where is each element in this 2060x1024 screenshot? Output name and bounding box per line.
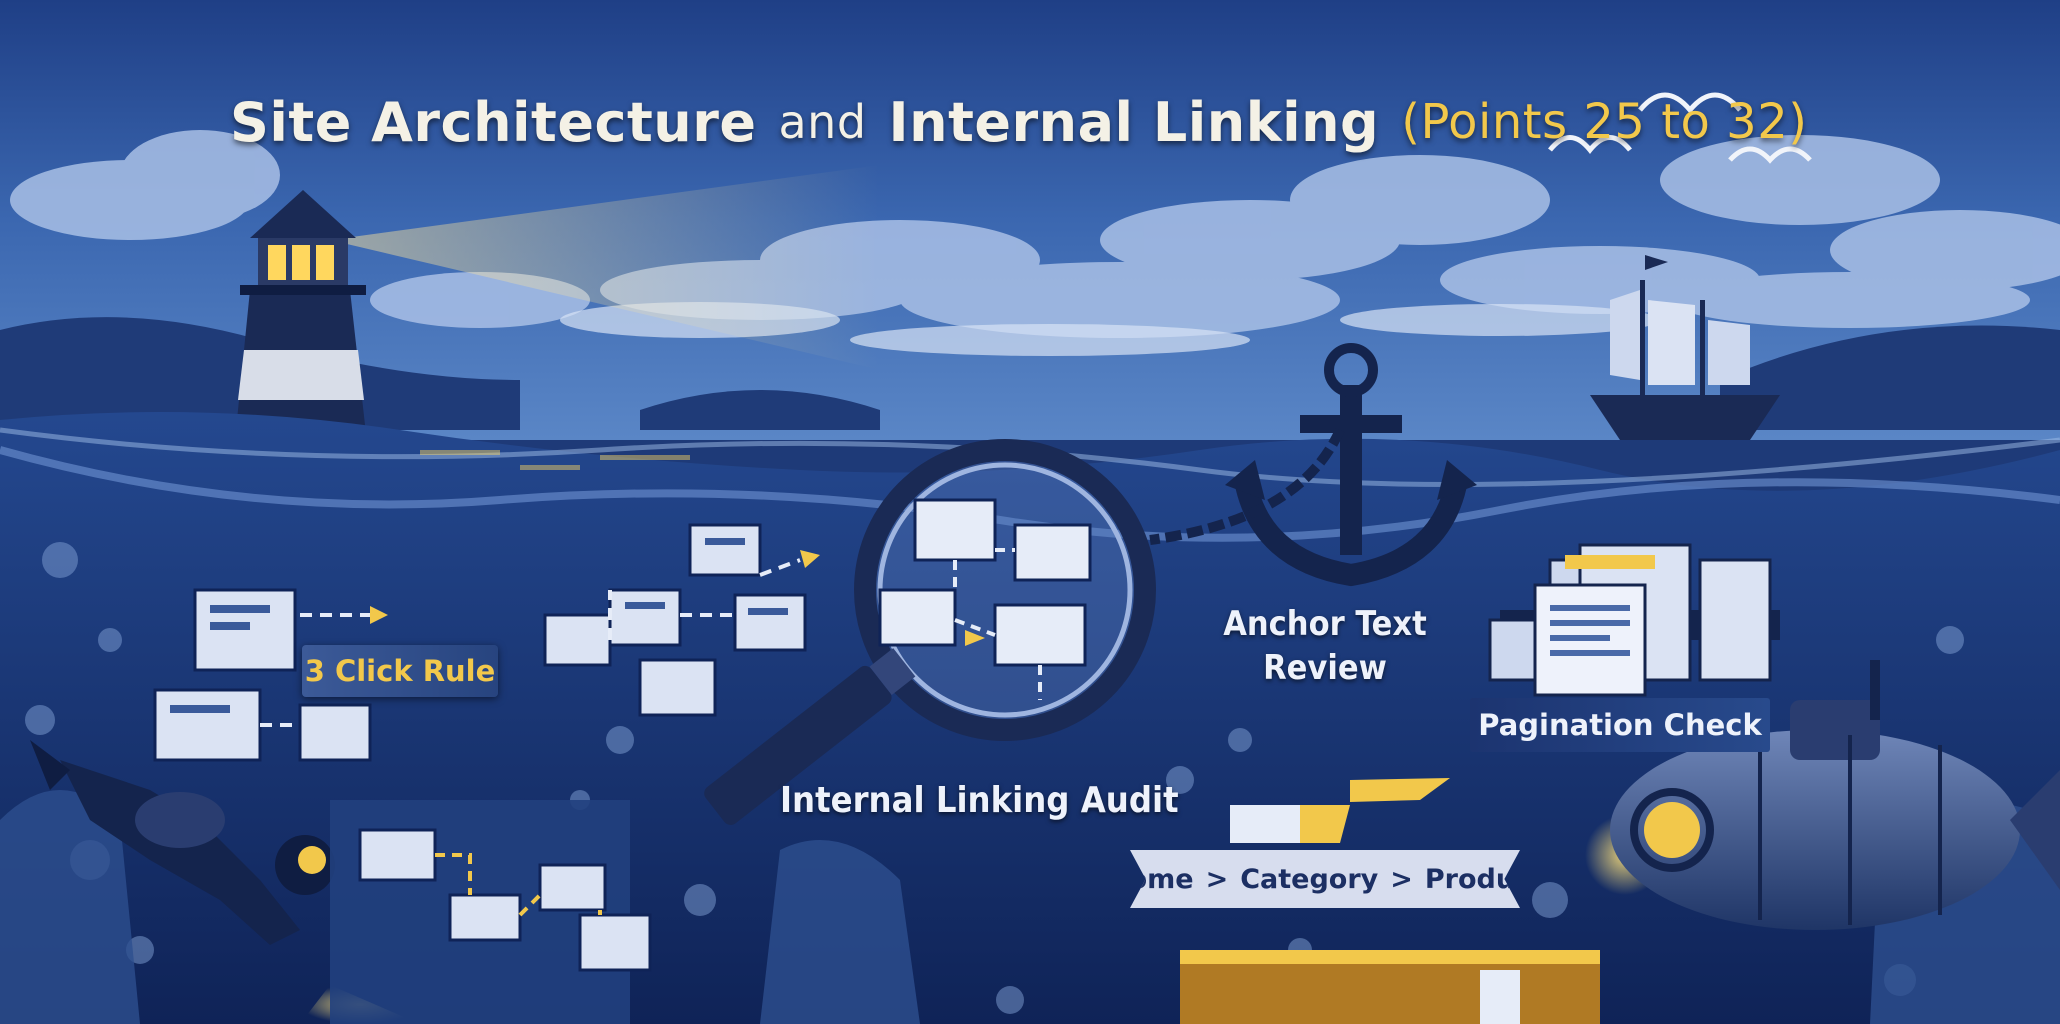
three-click-rule-label: 3 Click Rule: [302, 645, 498, 697]
submarine-icon: [1585, 660, 2060, 930]
sitemap-panel: [330, 800, 652, 1024]
magnifier-icon: [704, 439, 1156, 825]
page-title: Site Architecture and Internal Linking (…: [230, 72, 1807, 172]
title-part-and: and: [778, 95, 867, 149]
anchor-text-line1: Anchor Text: [1223, 604, 1427, 644]
breadcrumb-product: Product: [1424, 863, 1545, 895]
pagination-check-label: Pagination Check: [1470, 698, 1770, 752]
sitemap-diagram: [153, 523, 820, 762]
breadcrumb: Home > Category > Product: [1130, 850, 1520, 908]
anchor-text-review-label: Anchor Text Review: [1210, 602, 1440, 690]
treasure-chest-icon: [1180, 950, 1600, 1024]
anchor-icon: [1149, 343, 1477, 587]
breadcrumb-separator: >: [1390, 863, 1413, 895]
ship-icon: [1590, 255, 1780, 440]
document-stack-icon: [1488, 543, 1780, 697]
lighthouse-beam: [330, 165, 880, 370]
internal-linking-audit-label: Internal Linking Audit: [780, 780, 1179, 821]
title-part-points: (Points 25 to 32): [1401, 94, 1808, 150]
title-part-internal-linking: Internal Linking: [888, 90, 1380, 154]
anchor-text-line2: Review: [1263, 648, 1387, 688]
breadcrumb-category: Category: [1240, 863, 1379, 895]
title-part-site-architecture: Site Architecture: [230, 90, 757, 154]
breadcrumb-separator: >: [1205, 863, 1229, 895]
seagull-icon: [1548, 92, 1812, 164]
link-arrows: [1230, 778, 1450, 843]
